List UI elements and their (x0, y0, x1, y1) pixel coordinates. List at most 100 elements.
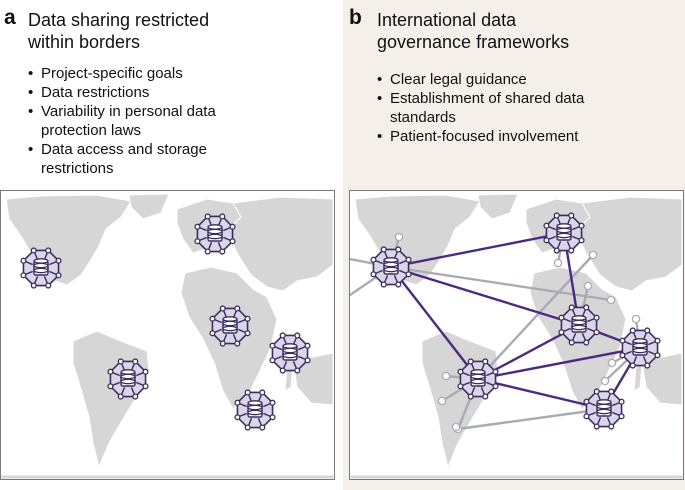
panel-b-title: International data governance frameworks (377, 9, 569, 53)
database-disk (556, 232, 572, 239)
strong-link (389, 265, 480, 381)
hub-vertex-dot (593, 314, 600, 321)
database-disk (222, 316, 238, 322)
hub-vertex-dot (593, 329, 600, 336)
hub-vertex-dot (629, 362, 636, 369)
database-disk (596, 408, 612, 415)
hub-vertex-dot (132, 358, 139, 365)
database-hub-icon (194, 213, 236, 255)
database-disk (571, 324, 587, 331)
hub-vertex-dot (234, 414, 241, 421)
hub-vertex-dot (619, 352, 626, 359)
bullet-item: Project-specific goals (28, 64, 328, 83)
hub-vertex-dot (117, 393, 124, 400)
world-map-a-graphic (1, 193, 334, 479)
hub-vertex-dot (492, 383, 499, 390)
hub-vertex-dot (45, 247, 52, 254)
database-hub-icon (619, 327, 661, 369)
database-disk (383, 266, 399, 273)
database-hub-icon (20, 247, 62, 289)
hub-vertex-dot (279, 332, 286, 339)
panel-letter-b: b (349, 6, 362, 29)
strong-link (389, 231, 566, 269)
hub-vertex-dot (30, 247, 37, 254)
database-hub-icon (209, 305, 251, 347)
database-disk (556, 227, 572, 234)
world-map-a (0, 190, 335, 480)
panel-b-title-line1: International data (377, 10, 517, 30)
continent-greenland (128, 193, 170, 220)
hub-vertex-dot (204, 213, 211, 220)
hub-vertex-dot (45, 282, 52, 289)
hub-vertex-dot (142, 383, 149, 390)
strong-link (476, 377, 606, 411)
weak-link (476, 253, 595, 381)
hub-vertex-dot (553, 247, 560, 254)
hub-vertex-dot (558, 314, 565, 321)
hub-vertex-dot (55, 257, 62, 264)
hub-vertex-dot (593, 423, 600, 430)
hub-vertex-dot (269, 399, 276, 406)
database-hub-icon (234, 389, 276, 431)
database-icon (632, 338, 648, 356)
node-dot-icon (607, 358, 617, 368)
hub-vertex-dot (269, 342, 276, 349)
database-disk (120, 369, 136, 375)
database-hub-icon (269, 332, 311, 374)
database-disk (571, 315, 587, 321)
database-hub-icon (543, 212, 585, 254)
panel-a-title: Data sharing restricted within borders (28, 9, 209, 53)
database-hub-icon (583, 388, 625, 430)
database-disk (247, 409, 263, 416)
node-dot-icon (451, 422, 461, 432)
database-disk (632, 342, 648, 349)
hub-vertex-dot (244, 389, 251, 396)
hub-vertex-dot (204, 248, 211, 255)
database-disk (120, 378, 136, 385)
database-disk (470, 369, 486, 375)
hub-vertex-dot (244, 424, 251, 431)
hub-vertex-dot (107, 383, 114, 390)
panel-b-title-line2: governance frameworks (377, 32, 570, 52)
node-dot-icon (553, 258, 563, 268)
hub-vertex-dot (543, 237, 550, 244)
database-disk (247, 404, 263, 411)
hub-vertex-dot (593, 388, 600, 395)
database-icon (470, 369, 486, 387)
database-disk (556, 223, 572, 229)
database-disk (207, 224, 223, 230)
panel-a: a Data sharing restricted within borders… (0, 0, 341, 490)
bullet-item: Clear legal guidance (377, 70, 677, 89)
hub-vertex-dot (568, 339, 575, 346)
database-hub-icon (107, 358, 149, 400)
hub-vertex-dot (132, 393, 139, 400)
hub-vertex-dot (644, 362, 651, 369)
hub-vertex-dot (654, 352, 661, 359)
strong-link (389, 265, 581, 327)
hub-vertex-dot (209, 315, 216, 322)
bullet-item: Data restrictions (28, 83, 328, 102)
node-dot-icon (394, 232, 404, 242)
database-disk (33, 258, 49, 264)
database-disk (632, 347, 648, 354)
database-disk (282, 343, 298, 349)
continent-south-america (72, 330, 150, 469)
hub-vertex-dot (467, 393, 474, 400)
database-disk (207, 233, 223, 240)
hub-vertex-dot (558, 329, 565, 336)
database-icon (33, 258, 49, 276)
panel-b-bullet-list: Clear legal guidance Establishment of sh… (377, 70, 677, 146)
hub-vertex-dot (405, 256, 412, 263)
hub-vertex-dot (583, 304, 590, 311)
hub-vertex-dot (269, 414, 276, 421)
hub-vertex-dot (219, 248, 226, 255)
hub-vertex-dot (142, 368, 149, 375)
hub-vertex-dot (107, 368, 114, 375)
hub-vertex-dot (583, 398, 590, 405)
node-dot-icon (588, 250, 598, 260)
continent-australia (641, 352, 683, 406)
hub-vertex-dot (467, 358, 474, 365)
continent-antarctic-rim (1, 474, 334, 479)
